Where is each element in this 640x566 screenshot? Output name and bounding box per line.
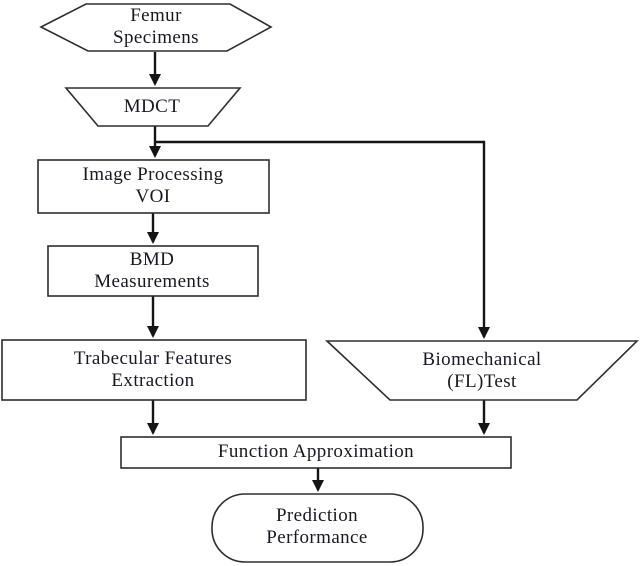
trapezoid-shape-biomechanical <box>324 340 639 401</box>
node-label-function-approximation: Function Approximation <box>217 441 415 462</box>
edge-mdct-to-biomechanical <box>156 140 490 339</box>
hexagon-shape-femur-specimens <box>39 3 273 52</box>
node-label-prediction-performance: Prediction Performance <box>266 505 368 548</box>
rect-shape-function-approximation <box>120 436 512 469</box>
node-label-mdct: MDCT <box>123 96 181 117</box>
rect-shape-image-processing <box>37 159 270 214</box>
node-label-femur-specimens: Femur Specimens <box>113 5 199 48</box>
node-label-trabecular-features-extraction: Trabecular Features Extraction <box>73 348 233 391</box>
stadium-shape-prediction-performance <box>211 493 424 563</box>
rect-shape-bmd-measurements <box>47 245 259 297</box>
node-label-image-processing-voi: Image Processing VOI <box>82 164 224 207</box>
trapezoid-shape-mdct <box>64 87 242 127</box>
node-label-bmd-measurements: BMD Measurements <box>94 249 210 292</box>
node-label-biomechanical-fl-test: Biomechanical (FL)Test <box>422 349 542 392</box>
rect-shape-trabecular-features <box>1 339 307 401</box>
